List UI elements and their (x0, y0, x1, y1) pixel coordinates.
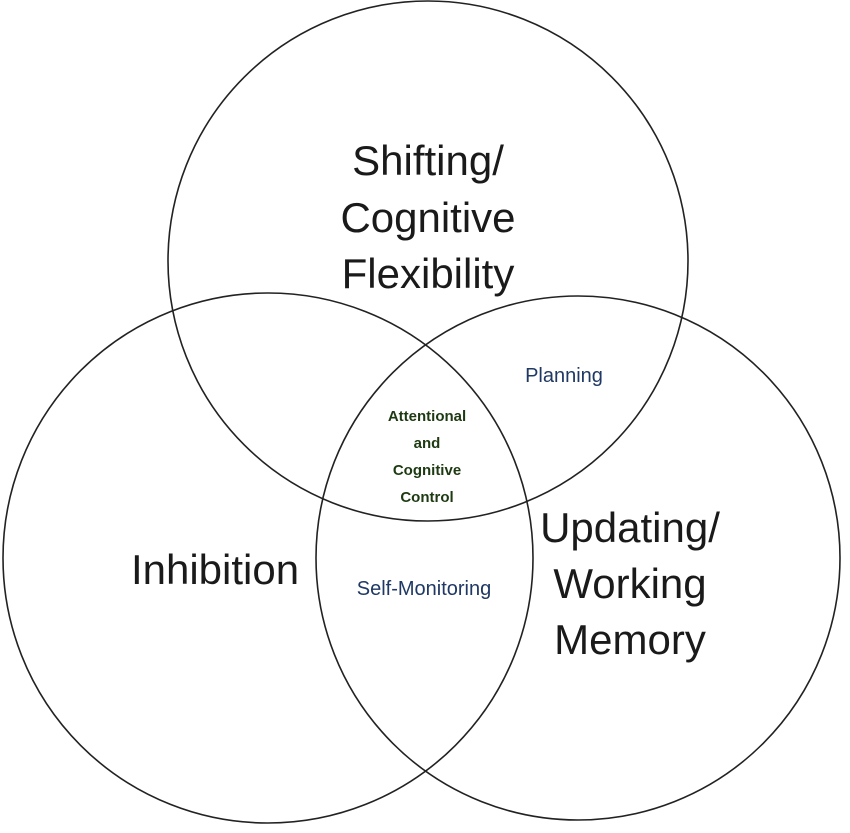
updating-label-line2: Working (553, 560, 706, 607)
shifting-circle (167, 0, 689, 522)
shifting-label-line3: Flexibility (342, 250, 515, 297)
self-monitoring-label: Self-Monitoring (357, 578, 492, 600)
center-label-line1: Attentional (388, 408, 466, 425)
center-label-line3: Cognitive (393, 462, 461, 479)
inhibition-label: Inhibition (131, 546, 299, 593)
center-label-line2: and (414, 435, 441, 452)
center-label-line4: Control (400, 489, 453, 506)
planning-label: Planning (525, 365, 603, 387)
shifting-label-line2: Cognitive (340, 194, 515, 241)
shifting-label-line1: Shifting/ (352, 137, 504, 184)
updating-label-line3: Memory (554, 616, 706, 663)
updating-label-line1: Updating/ (540, 504, 720, 551)
inhibition-circle (2, 292, 534, 824)
updating-circle (315, 295, 841, 821)
